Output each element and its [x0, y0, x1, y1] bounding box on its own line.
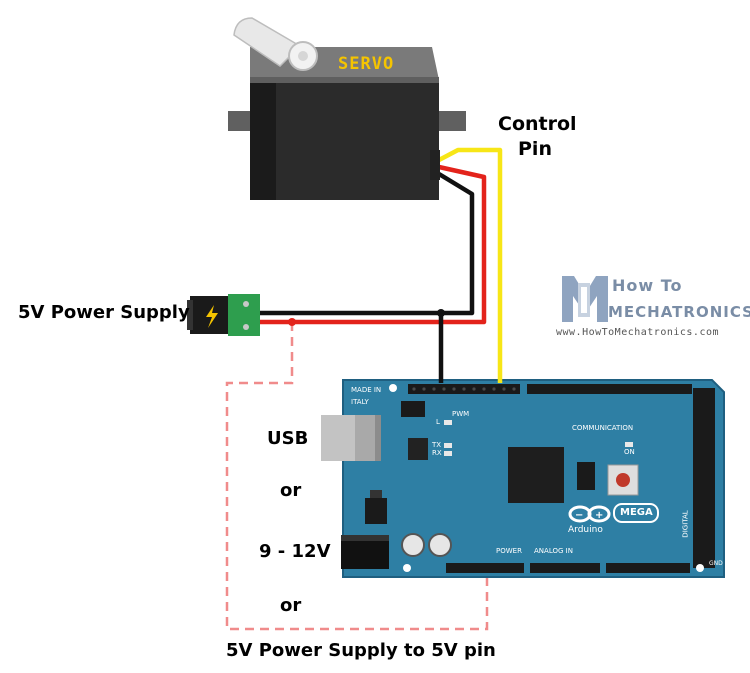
led-l	[444, 420, 452, 425]
header-analog	[530, 563, 600, 573]
board-gnd: GND	[709, 560, 723, 567]
usb-chip	[408, 438, 428, 460]
or-label-1: or	[280, 480, 302, 501]
usb-port	[321, 415, 381, 461]
servo-motor	[228, 17, 466, 200]
red-junction	[288, 318, 296, 326]
five-v-pin-label: 5V Power Supply to 5V pin	[226, 640, 496, 661]
mega-badge	[613, 503, 659, 523]
reset-button-cap	[616, 473, 630, 487]
usb-label: USB	[267, 428, 309, 449]
capacitor	[401, 533, 425, 557]
svg-text:−: −	[575, 510, 583, 521]
control-wire	[437, 147, 503, 383]
board-analog-in: ANALOG IN	[534, 547, 573, 555]
dc-barrel-jack	[341, 535, 389, 569]
header-power	[446, 563, 524, 573]
board-italy: ITALY	[351, 398, 369, 406]
board-mega: MEGA	[620, 507, 653, 518]
led-rx	[444, 451, 452, 456]
dashed-5v-path	[225, 322, 489, 631]
arduino-logo	[568, 505, 611, 523]
capacitor	[428, 533, 452, 557]
header-digital-right	[693, 388, 715, 568]
ground-wire-black	[258, 172, 475, 316]
board-communication: COMMUNICATION	[572, 424, 634, 432]
or-label-2: or	[280, 595, 302, 616]
mounting-hole	[696, 564, 704, 572]
led-tx	[444, 443, 452, 448]
board-digital: DIGITAL	[681, 510, 690, 538]
servo-label: SERVO	[338, 54, 395, 74]
board-pwm: PWM	[452, 410, 470, 418]
icsp-header	[401, 401, 425, 417]
svg-text:+: +	[595, 510, 603, 521]
brand-logo	[562, 276, 608, 322]
header-digital-top	[527, 384, 619, 394]
mounting-hole	[403, 564, 411, 572]
brand-url: www.HowToMechatronics.com	[556, 327, 720, 338]
icsp-header-right	[577, 462, 595, 490]
brand-mechatronics: MECHATRONICS	[608, 303, 750, 321]
voltage-label: 9 - 12V	[259, 541, 331, 562]
control-pin-label-line2: Pin	[518, 138, 552, 160]
microcontroller-chip	[508, 447, 564, 503]
board-power: POWER	[496, 547, 522, 555]
led-on	[625, 442, 633, 447]
ground-junction	[437, 309, 445, 317]
board-arduino: Arduino	[568, 525, 603, 535]
servo-horn	[233, 17, 302, 67]
control-pin-label: Control	[498, 113, 577, 135]
voltage-regulator	[365, 498, 387, 524]
mounting-hole	[389, 384, 397, 392]
arduino-mega-board: − +	[342, 379, 725, 578]
header-communication	[598, 384, 692, 394]
board-tx: TX	[432, 441, 442, 449]
board-rx: RX	[432, 449, 442, 457]
power-wire-red	[258, 164, 487, 325]
board-on: ON	[624, 448, 635, 456]
lightning-icon	[206, 305, 218, 328]
brand-how-to: How To	[612, 276, 683, 295]
board-made-in: MADE IN	[351, 386, 382, 394]
header-analog-2	[606, 563, 690, 573]
board-l: L	[436, 418, 440, 426]
power-supply-jack	[187, 294, 260, 336]
power-supply-label: 5V Power Supply	[18, 302, 190, 323]
